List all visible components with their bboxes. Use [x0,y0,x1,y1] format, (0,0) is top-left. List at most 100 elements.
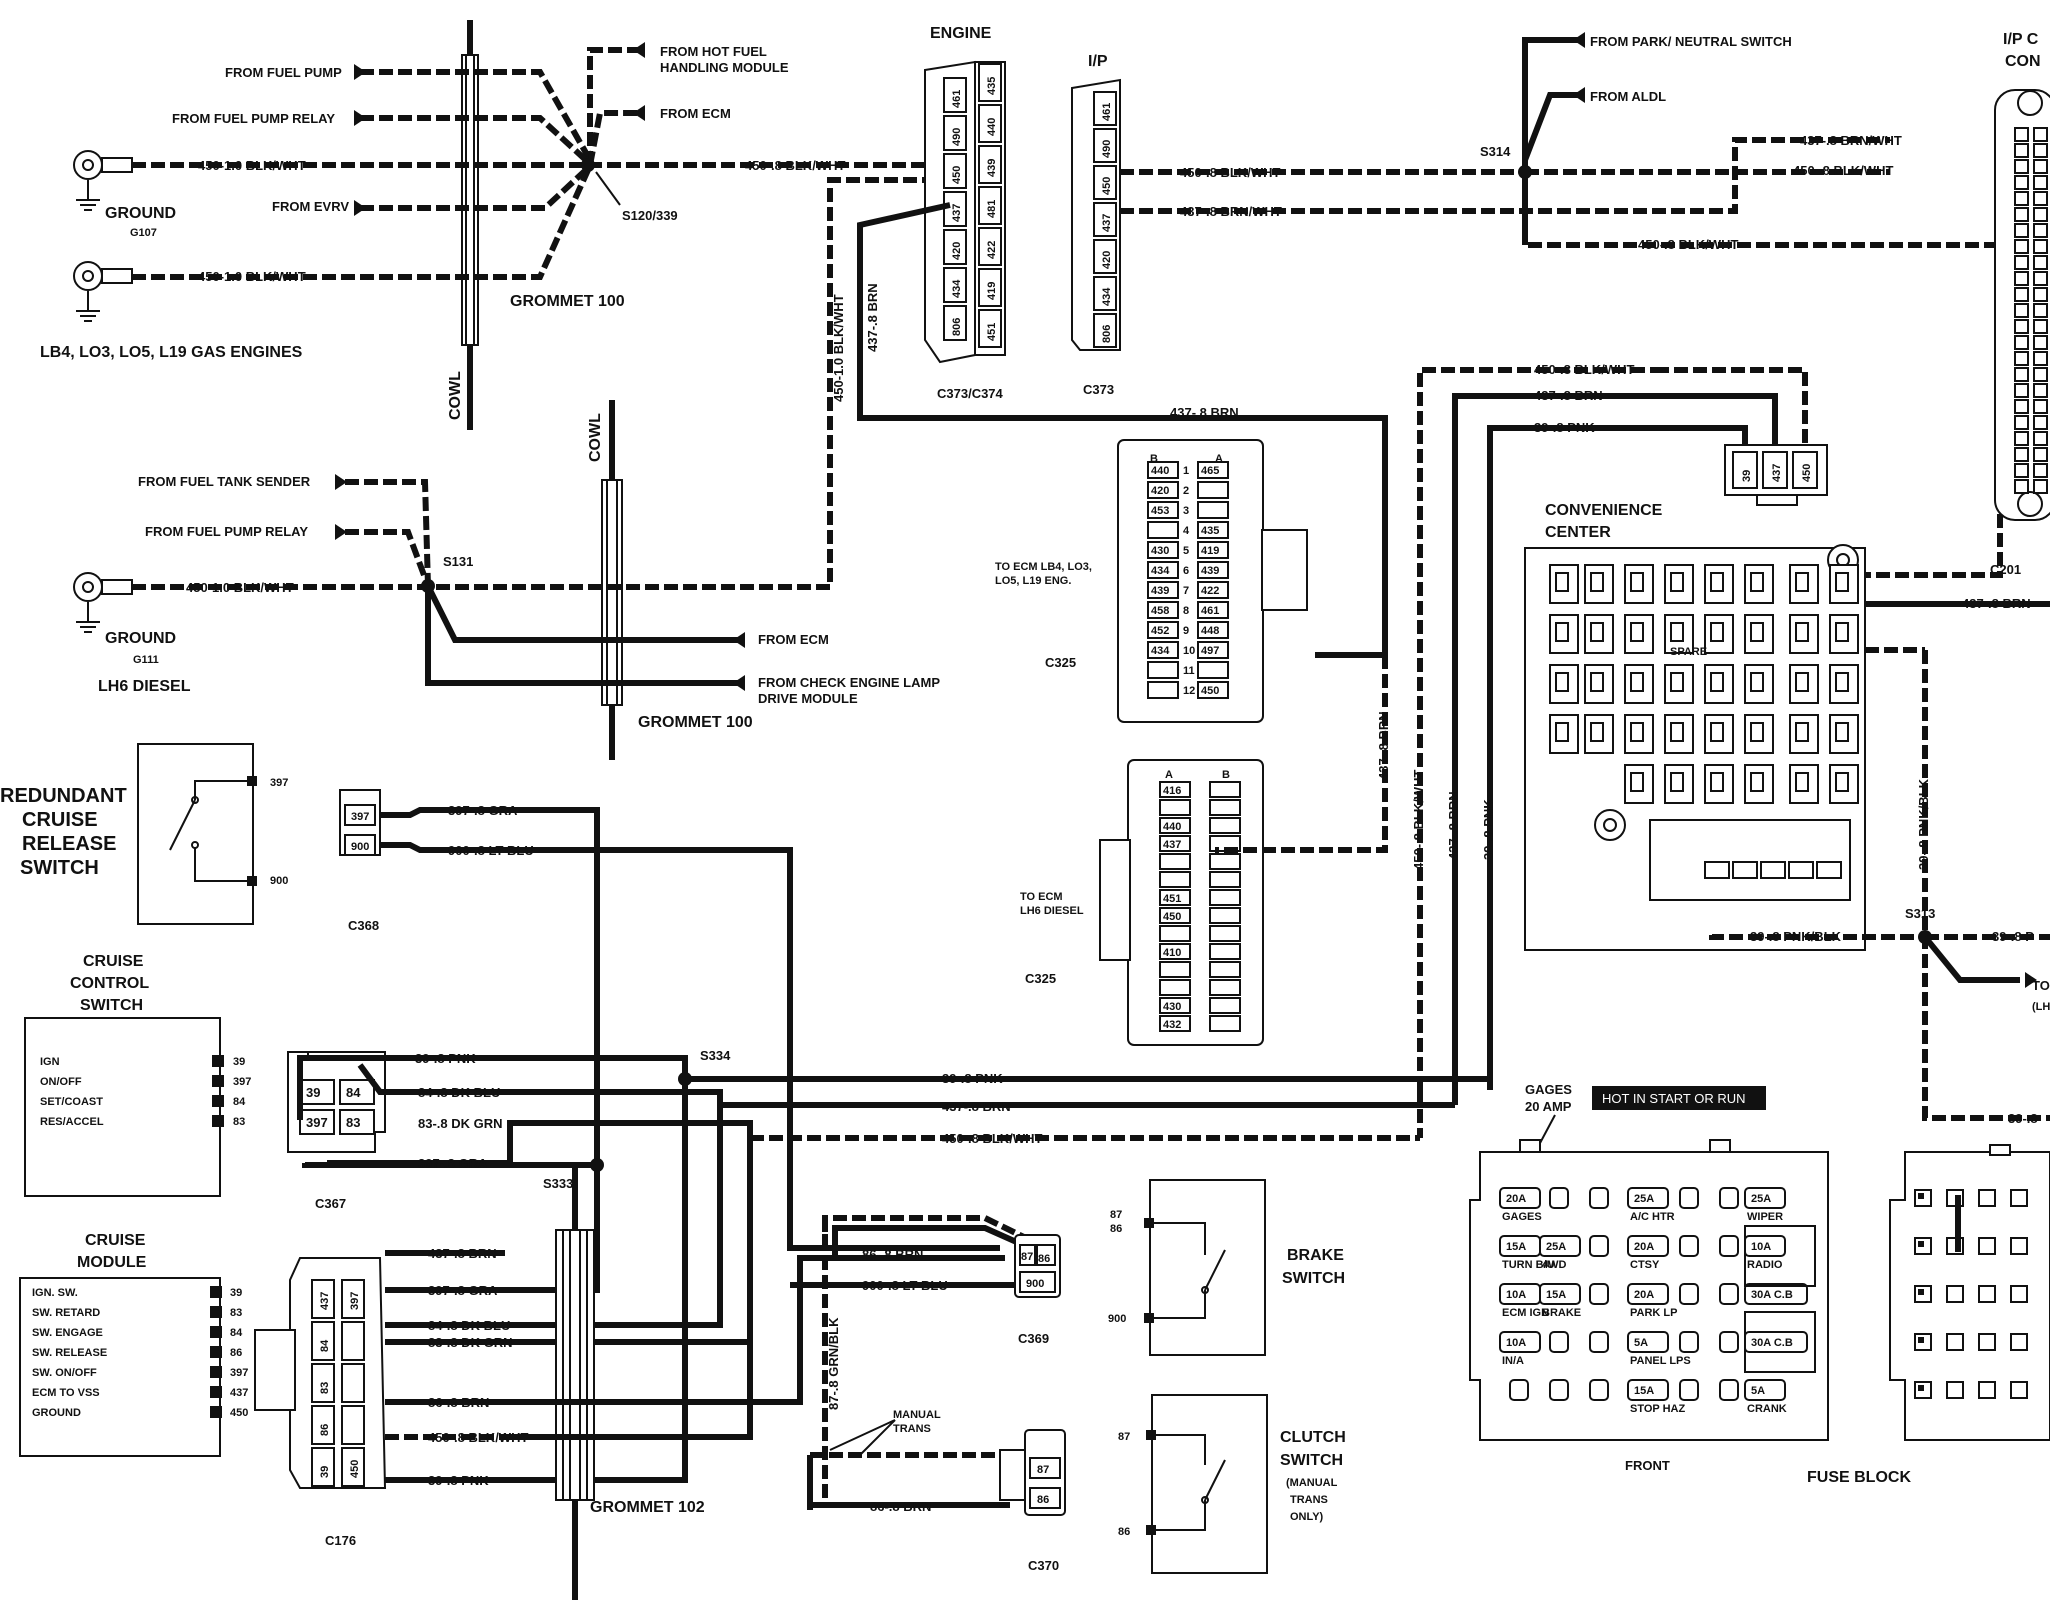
fuse-slot [1679,1379,1699,1401]
ground-g107-icon [73,150,103,180]
clutch-pin-86: 86 [1118,1526,1130,1538]
conv-relay-tab [1750,622,1764,642]
c325-dsl-pin [1159,1015,1191,1032]
fuse-rear-slot [1978,1381,1996,1399]
c176-pin-left-label: 39 [319,1466,331,1478]
diesel-ground-wire: 450-1.0 BLK/WHT [186,580,294,595]
ground-g107b-icon [73,261,103,291]
fuse-block-section: GAGES 20 AMP HOT IN START OR RUN 20AGAGE… [1469,1082,2050,1486]
c201-pin [2033,223,2048,238]
brake-pin-87: 87 [1110,1209,1122,1221]
c325-gas-pin-number: 10 [1183,645,1195,657]
cm-pin-label: 83 [230,1307,242,1319]
gas-ground-label: GROUND [105,205,176,222]
c370-pin-1: 87 [1037,1464,1049,1476]
conv-relay-tab [1555,622,1569,642]
conv-wire-pnkblk: 39-.8 PNK/BLK [1750,929,1842,944]
c367-wire-397: 397-.8 GRA [418,1156,488,1171]
c325-gas-pin-a [1197,521,1229,539]
gas-engine-section: COWL FROM FUEL PUMP FROM FUEL PUMP RELAY… [40,20,935,430]
fuse-rear-slot [2010,1333,2028,1351]
c325-gas-pin-b [1147,521,1179,539]
conv-relay-tab [1750,672,1764,692]
c201-pin [2033,399,2048,414]
cm-pin-label: 397 [230,1367,248,1379]
c176-pin-right [341,1363,365,1403]
c325-gas-pin-number: 8 [1183,605,1189,617]
conv-relay-tab [1590,622,1604,642]
c201-pin [2033,319,2048,334]
fuse-name: PARK LP [1630,1307,1677,1319]
cm-pin-label: 450 [230,1407,248,1419]
clutch-sub-3: ONLY) [1290,1511,1324,1523]
fuse-rear-slot [2010,1381,2028,1399]
c325-gas-pin-b-label: 452 [1151,625,1169,637]
clutch-wire-86: 86-.8 BRN [870,1499,931,1514]
c176-pin-right [341,1321,365,1361]
conv-relay-tab [1670,772,1684,792]
fuse-name: WIPER [1747,1211,1783,1223]
c176-wire-label: 450-.8 BLK/WHT [428,1430,528,1445]
fuse-slot [1719,1283,1739,1305]
engine-pin-right [978,309,1002,348]
c325-gas-label-1: TO ECM LB4, LO3, [995,561,1092,573]
wire-437-c325: 437-.8 BRN [1170,405,1239,420]
c325-dsl-pin-label: 432 [1163,1019,1181,1031]
c325-dsl-pin-b [1209,997,1241,1014]
fuse-slot [1589,1379,1609,1401]
fuse-slot [1539,1283,1581,1305]
c325-gas-col-b: B [1150,453,1158,465]
c325-diesel-label-1: TO ECM [1020,891,1063,903]
c325-gas-label-2: LO5, L19 ENG. [995,575,1071,587]
right-wire-450-low: 450-.8 BLK/WHT [1638,237,1738,252]
conv-bus-fuse [1816,861,1842,879]
c325-gas-pin-a [1197,581,1229,599]
diesel-ground-label: GROUND [105,630,176,647]
c325-gas-pin-b-label: 434 [1151,565,1170,577]
c325-dsl-pin-b [1209,781,1241,798]
from-park-neutral: FROM PARK/ NEUTRAL SWITCH [1590,34,1792,49]
ccs-pin-square [212,1115,224,1127]
fuse-rating: 10A [1506,1289,1526,1301]
engine-conn-label: C373/C374 [937,386,1004,401]
fuse-rating: 5A [1751,1385,1765,1397]
c176-pin-left [311,1363,335,1403]
conv-wire-39: 39-.8 PNK [1534,420,1595,435]
c368-wire-397: 397-.8 GRA [448,803,518,818]
c325-gas-pin-b [1147,601,1179,619]
fuse-slot [1744,1283,1808,1305]
conv-relay-tab [1750,772,1764,792]
c325-gas-pin-b-label: 440 [1151,465,1169,477]
ground-g111-icon [73,572,103,602]
ip-wire-450: 450-.8 BLK/WHT [1180,165,1280,180]
c176-label: C176 [325,1533,356,1548]
c201-pin [2033,383,2048,398]
ccs-row-label: RES/ACCEL [40,1116,104,1128]
gas-ground-wire-2: 450-1.0 BLK/WHT [198,269,306,284]
cm-pin-square [210,1326,222,1338]
fuse-slot [1549,1187,1569,1209]
clutch-title-1: CLUTCH [1280,1429,1346,1446]
conv-relay-tab [1750,572,1764,592]
conv-relay-tab [1835,572,1849,592]
c367-wire-39: 39-.8 PNK [415,1051,476,1066]
splice-s314-label: S314 [1480,144,1511,159]
c201-pin [2014,175,2029,190]
cm-title-line: CRUISE [85,1232,146,1249]
c325-gas-pin-a-label: 419 [1201,545,1219,557]
fuse-rating: 30A C.B [1751,1289,1793,1301]
c325-dsl-col-a: A [1165,769,1173,781]
redundant-pin-bot: 900 [270,875,288,887]
c367-pin-label: 39 [306,1085,320,1100]
fuse-cb-frame [1744,1225,1816,1287]
engine-pin-left [943,305,967,341]
ccs-row-label: ON/OFF [40,1076,82,1088]
fuse-block-title: FUSE BLOCK [1807,1469,1911,1486]
fuse-slot [1509,1379,1529,1401]
c369-pin-label: 900 [1026,1278,1044,1290]
fuse-rating: 20A [1506,1193,1526,1205]
fuse-rear-dot [1918,1193,1924,1199]
gas-input-hot-fuel-2: HANDLING MODULE [660,60,789,75]
c201-pin [2014,207,2029,222]
conv-relay-tab [1670,722,1684,742]
